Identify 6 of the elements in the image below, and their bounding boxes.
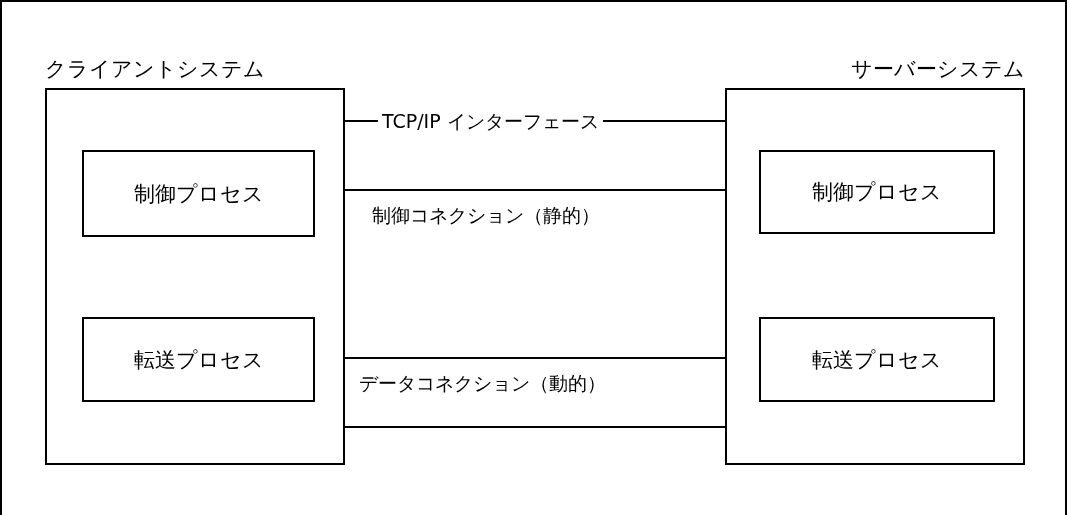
- process-box: 転送プロセス: [759, 317, 995, 402]
- process-box: 制御プロセス: [82, 150, 315, 237]
- system-label: クライアントシステム: [45, 56, 265, 82]
- process-box: 転送プロセス: [82, 317, 315, 402]
- process-box: 制御プロセス: [759, 150, 995, 234]
- system-label: サーバーシステム: [851, 56, 1025, 82]
